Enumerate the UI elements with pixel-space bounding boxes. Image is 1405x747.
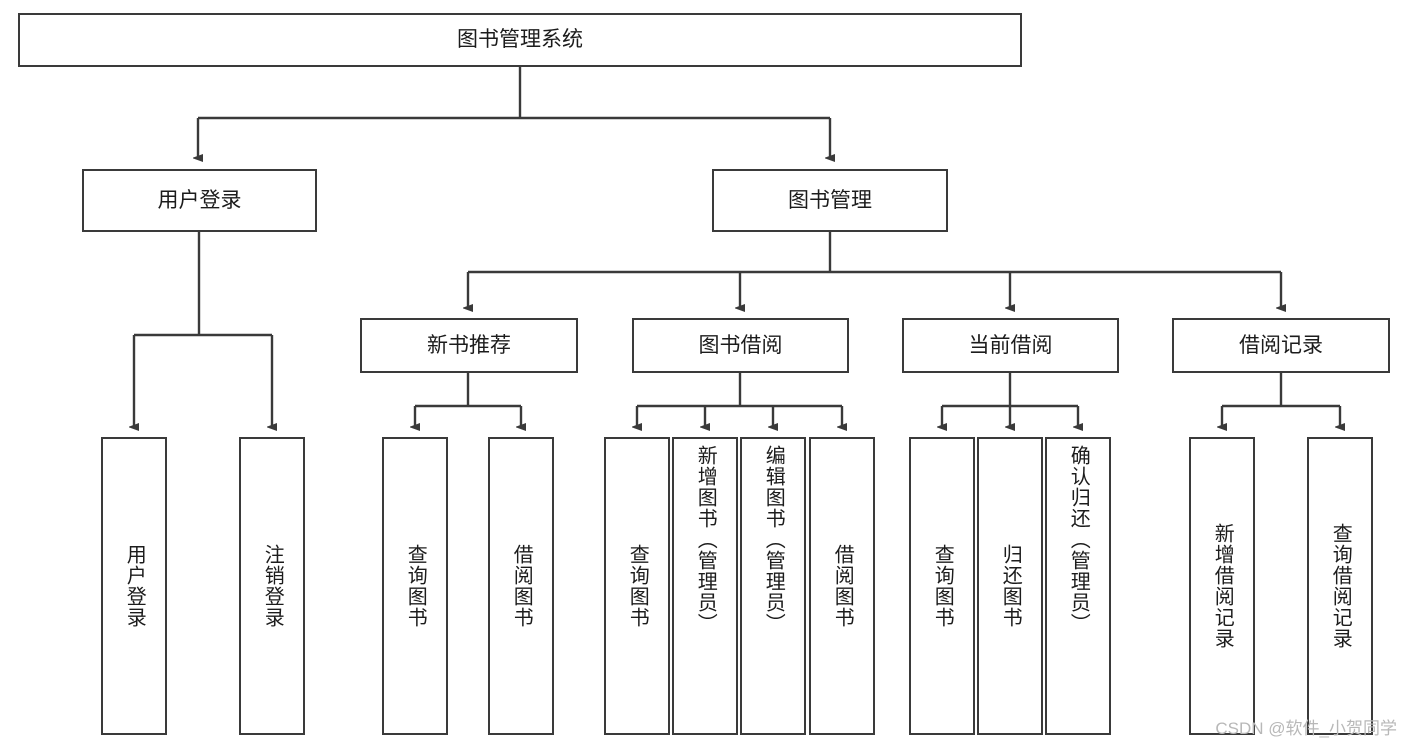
leaf-book-borrow-3[interactable]: 编辑图书（管理员） — [740, 437, 806, 735]
leaf-borrow-record-2[interactable]: 查询借阅记录 — [1307, 437, 1373, 735]
leaf-borrow-record-1[interactable]: 新增借阅记录 — [1189, 437, 1255, 735]
leaf-book-borrow-4[interactable]: 借阅图书 — [809, 437, 875, 735]
node-new-book-recommend-label: 新书推荐 — [427, 333, 511, 357]
leaf-book-borrow-1-label: 查询图书 — [626, 544, 649, 628]
node-current-borrow-label: 当前借阅 — [968, 333, 1053, 357]
leaf-book-borrow-4-label: 借阅图书 — [831, 544, 854, 628]
leaf-book-borrow-1[interactable]: 查询图书 — [604, 437, 670, 735]
leaf-current-borrow-1-label: 查询图书 — [931, 544, 954, 628]
leaf-current-borrow-3-label: 确认归还（管理员） — [1067, 445, 1090, 634]
leaf-borrow-record-1-label: 新增借阅记录 — [1211, 523, 1234, 649]
node-borrow-record[interactable]: 借阅记录 — [1172, 318, 1390, 373]
node-book-management[interactable]: 图书管理 — [712, 169, 948, 232]
leaf-user-login-1-label: 用户登录 — [123, 544, 146, 628]
node-borrow-record-label: 借阅记录 — [1239, 333, 1323, 357]
leaf-current-borrow-2[interactable]: 归还图书 — [977, 437, 1043, 735]
node-user-login[interactable]: 用户登录 — [82, 169, 317, 232]
leaf-new-book-1[interactable]: 查询图书 — [382, 437, 448, 735]
leaf-book-borrow-2[interactable]: 新增图书（管理员） — [672, 437, 738, 735]
leaf-current-borrow-2-label: 归还图书 — [999, 544, 1022, 628]
leaf-book-borrow-2-label: 新增图书（管理员） — [694, 445, 717, 634]
leaf-new-book-2[interactable]: 借阅图书 — [488, 437, 554, 735]
node-root[interactable]: 图书管理系统 — [18, 13, 1022, 67]
leaf-user-login-2[interactable]: 注销登录 — [239, 437, 305, 735]
leaf-new-book-1-label: 查询图书 — [404, 544, 427, 628]
leaf-current-borrow-1[interactable]: 查询图书 — [909, 437, 975, 735]
leaf-current-borrow-3[interactable]: 确认归还（管理员） — [1045, 437, 1111, 735]
node-new-book-recommend[interactable]: 新书推荐 — [360, 318, 578, 373]
leaf-book-borrow-3-label: 编辑图书（管理员） — [762, 445, 785, 634]
node-user-login-label: 用户登录 — [157, 188, 242, 212]
node-book-borrow-label: 图书借阅 — [698, 333, 783, 357]
leaf-borrow-record-2-label: 查询借阅记录 — [1329, 523, 1352, 649]
node-book-borrow[interactable]: 图书借阅 — [632, 318, 849, 373]
leaf-user-login-1[interactable]: 用户登录 — [101, 437, 167, 735]
node-current-borrow[interactable]: 当前借阅 — [902, 318, 1119, 373]
node-book-management-label: 图书管理 — [788, 188, 872, 212]
node-root-label: 图书管理系统 — [457, 28, 583, 52]
leaf-new-book-2-label: 借阅图书 — [510, 544, 533, 628]
leaf-user-login-2-label: 注销登录 — [261, 544, 284, 628]
